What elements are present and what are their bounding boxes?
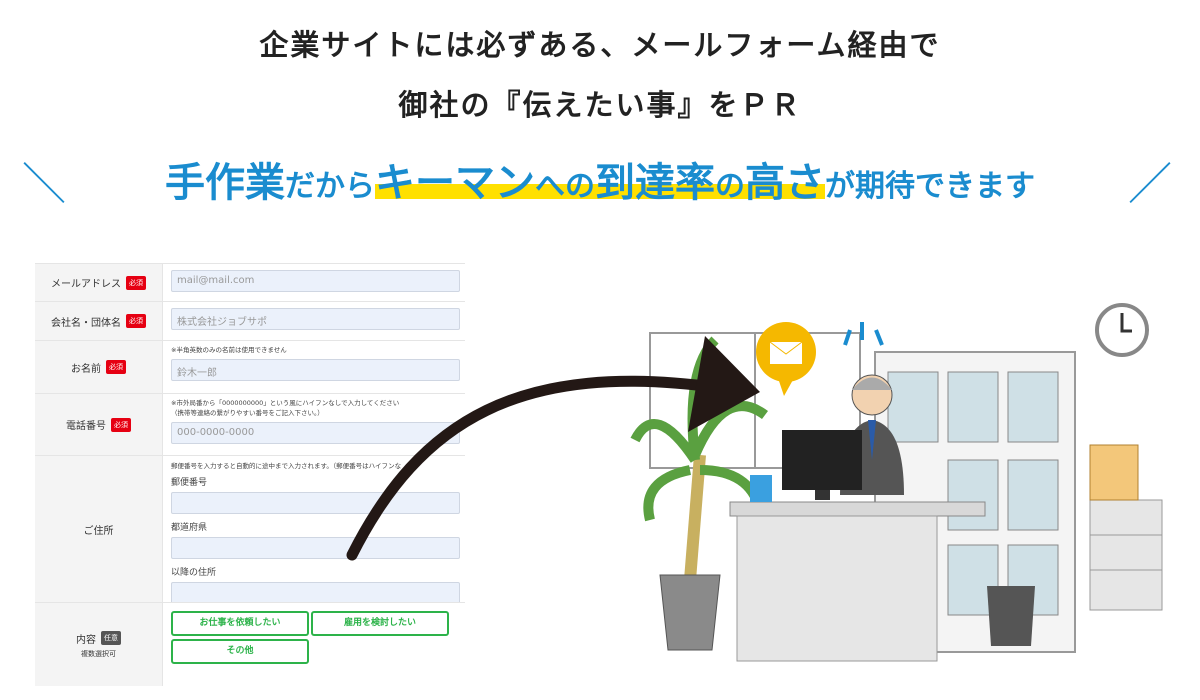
option-button[interactable]: お仕事を依頼したい bbox=[171, 611, 309, 636]
note: 複数選択可 bbox=[81, 649, 116, 658]
required-badge: 必須 bbox=[126, 275, 146, 290]
label: 以降の住所 bbox=[171, 568, 217, 578]
window bbox=[649, 332, 861, 469]
address-input[interactable] bbox=[171, 582, 460, 602]
mail-bubble-icon bbox=[756, 322, 816, 396]
pen-holder bbox=[750, 475, 772, 502]
prefecture-input[interactable] bbox=[171, 537, 460, 559]
note: （携帯等連絡の繋がりやすい番号をご記入下さい。） bbox=[171, 409, 324, 417]
text: だから bbox=[285, 169, 375, 204]
email-row: メールアドレス必須 mail@mail.com bbox=[35, 264, 465, 302]
clock-icon bbox=[1095, 303, 1149, 357]
monitor bbox=[782, 430, 862, 500]
postal-input[interactable] bbox=[171, 492, 460, 514]
highlight-text: キーマン bbox=[375, 160, 535, 206]
bookshelf bbox=[874, 351, 1076, 653]
address-row: ご住所 郵便番号を入力すると自動的に途中まで入力されます。（郵便番号はハイフンな… bbox=[35, 456, 465, 603]
name-input[interactable]: 鈴木一郎 bbox=[171, 359, 460, 381]
highlight-text: 高さ bbox=[745, 160, 825, 206]
label: メールアドレス bbox=[51, 279, 121, 290]
slash-right: ／ bbox=[1128, 159, 1172, 210]
text: 手作業 bbox=[165, 160, 285, 206]
required-badge: 必須 bbox=[106, 360, 126, 374]
required-badge: 必須 bbox=[111, 417, 131, 432]
headline-line1: 企業サイトには必ずある、メールフォーム経由で bbox=[259, 28, 941, 62]
label: 会社名・団体名 bbox=[51, 317, 121, 329]
note: ※市外局番から「0000000000」という風にハイフンなしで入力してください bbox=[171, 399, 400, 407]
label: 郵便番号 bbox=[171, 478, 208, 488]
email-input[interactable]: mail@mail.com bbox=[171, 270, 460, 292]
text: が期待できます bbox=[825, 169, 1035, 204]
note: 郵便番号を入力すると自動的に途中まで入力されます。（郵便番号はハイフンな bbox=[171, 462, 402, 470]
label: お名前 bbox=[71, 363, 101, 375]
headline-line2: 御社の『伝えたい事』をＰＲ bbox=[398, 88, 802, 122]
option-button[interactable]: その他 bbox=[171, 639, 309, 664]
label: 電話番号 bbox=[66, 421, 106, 432]
label: ご住所 bbox=[83, 525, 114, 537]
name-row: お名前必須 ※半角英数のみの名前は使用できません鈴木一郎 bbox=[35, 341, 465, 394]
highlight-text: 到達率 bbox=[595, 160, 715, 206]
text: への bbox=[535, 169, 595, 204]
phone-input[interactable]: 000-0000-0000 bbox=[171, 422, 460, 444]
optional-badge: 任意 bbox=[101, 631, 121, 645]
plant bbox=[630, 336, 768, 651]
slash-left: ＼ bbox=[22, 159, 66, 210]
contact-form: メールアドレス必須 mail@mail.com 会社名・団体名必須 株式会社ジョ… bbox=[35, 263, 465, 686]
text: の bbox=[715, 169, 745, 204]
note: ※半角英数のみの名前は使用できません bbox=[171, 346, 287, 354]
content-row: 内容任意複数選択可 お仕事を依頼したい雇用を検討したい その他 bbox=[35, 603, 465, 686]
trash-can bbox=[987, 586, 1035, 646]
headline-line3: 手作業だからキーマンへの到達率の高さが期待できます bbox=[0, 150, 1200, 208]
attention-marks bbox=[843, 322, 884, 346]
company-row: 会社名・団体名必須 株式会社ジョブサポ bbox=[35, 302, 465, 341]
required-badge: 必須 bbox=[126, 314, 146, 328]
option-button[interactable]: 雇用を検討したい bbox=[311, 611, 449, 636]
cabinet bbox=[1089, 444, 1163, 611]
label: 内容 bbox=[76, 634, 96, 646]
phone-row: 電話番号必須 ※市外局番から「0000000000」という風にハイフンなしで入力… bbox=[35, 394, 465, 456]
label: 都道府県 bbox=[171, 523, 208, 533]
company-input[interactable]: 株式会社ジョブサポ bbox=[171, 308, 460, 330]
person bbox=[840, 374, 904, 495]
desk bbox=[729, 501, 986, 662]
